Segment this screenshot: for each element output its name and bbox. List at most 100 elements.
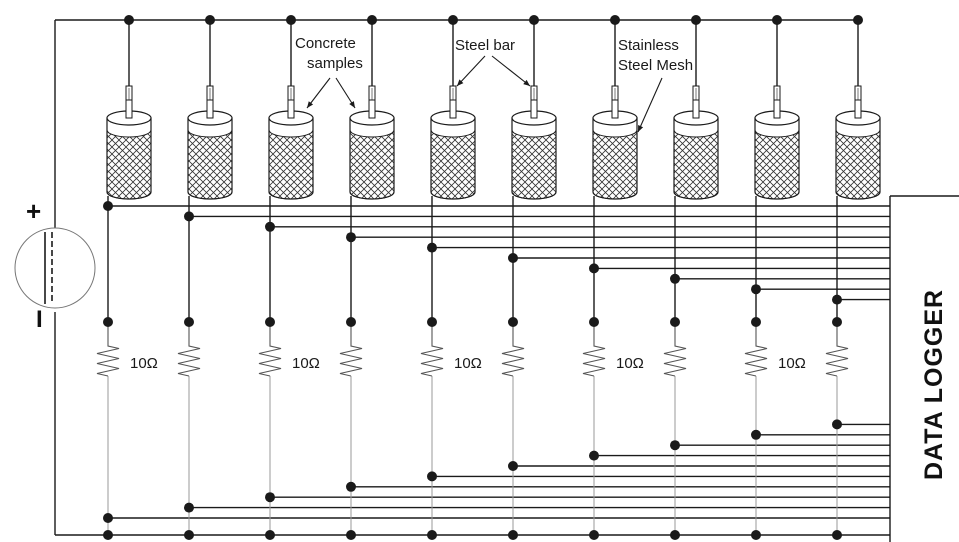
logger-bottom-node xyxy=(832,419,842,430)
bottom-bus-node xyxy=(832,530,842,540)
stainless-mesh-label-line1: Stainless xyxy=(618,37,679,54)
bottom-bus-node xyxy=(427,530,437,540)
resistor xyxy=(177,322,201,377)
top-bus-node xyxy=(772,15,782,25)
resistor xyxy=(663,322,687,377)
stainless-mesh xyxy=(835,129,881,200)
mesh-arrow-head xyxy=(638,125,644,132)
steel-bar-stub xyxy=(773,99,781,119)
resistor-value-label: 10Ω xyxy=(292,355,320,372)
logger-top-node xyxy=(832,294,842,305)
steel-bar-stub xyxy=(854,99,862,119)
logger-top-node xyxy=(427,242,437,253)
resistor-value-label: 10Ω xyxy=(130,355,158,372)
top-bus-node xyxy=(448,15,458,25)
logger-top-node xyxy=(508,253,518,263)
stainless-mesh xyxy=(268,129,314,200)
stainless-mesh xyxy=(106,129,152,200)
resistor-top-node xyxy=(184,317,194,327)
bottom-bus-node xyxy=(184,530,194,540)
data-logger-box xyxy=(889,195,959,542)
stainless-mesh xyxy=(754,129,800,200)
resistor-top-node xyxy=(427,317,437,327)
steel-bar-label: Steel bar xyxy=(455,37,516,54)
steel-bar-arrow-left xyxy=(456,55,486,87)
top-bus-node xyxy=(610,15,620,25)
resistor-top-node xyxy=(103,317,113,327)
logger-top-node xyxy=(751,284,761,295)
resistor-top-node xyxy=(508,317,518,327)
resistor xyxy=(582,322,606,377)
resistor-top-node xyxy=(670,317,680,327)
data-logger-label: DATA LOGGER xyxy=(920,288,948,480)
concrete-samples-label-line1: Concrete xyxy=(295,35,356,52)
logger-top-node xyxy=(670,273,680,284)
logger-bottom-node xyxy=(589,450,599,461)
stainless-mesh xyxy=(187,129,233,200)
steel-bar-stub xyxy=(206,99,214,119)
resistor xyxy=(339,322,363,377)
top-bus-node xyxy=(853,15,863,25)
resistor xyxy=(420,322,444,377)
bottom-bus-node xyxy=(346,530,356,540)
top-bus-node xyxy=(124,15,134,25)
steel-bar-stub xyxy=(611,99,619,119)
resistor-top-node xyxy=(751,317,761,327)
minus-sign: I xyxy=(36,306,43,333)
stainless-mesh xyxy=(430,129,476,200)
top-bus-node xyxy=(286,15,296,25)
resistor-top-node xyxy=(346,317,356,327)
logger-bottom-node xyxy=(670,440,680,451)
logger-top-node xyxy=(103,201,113,211)
bottom-bus-node xyxy=(265,530,275,540)
concrete-arrow-left-head xyxy=(307,101,314,108)
top-bus-node xyxy=(529,15,539,25)
stainless-mesh xyxy=(673,129,719,200)
concrete-samples-label-line2: samples xyxy=(307,55,363,72)
resistor-top-node xyxy=(265,317,275,327)
logger-top-node xyxy=(589,263,599,274)
top-bus-node xyxy=(367,15,377,25)
stainless-mesh xyxy=(349,129,395,200)
steel-bar-stub xyxy=(368,99,376,119)
bottom-bus-node xyxy=(751,530,761,540)
steel-bar-arrow-right-head xyxy=(523,79,530,86)
resistor-top-node xyxy=(832,317,842,327)
steel-bar-arrow-left-head xyxy=(457,79,464,86)
resistor-value-label: 10Ω xyxy=(454,355,482,372)
steel-bar-stub xyxy=(692,99,700,119)
resistor xyxy=(501,322,525,377)
logger-bottom-node xyxy=(184,502,194,513)
logger-top-node xyxy=(346,232,356,243)
resistor-value-label: 10Ω xyxy=(778,355,806,372)
stainless-mesh xyxy=(511,129,557,200)
bottom-bus-node xyxy=(670,530,680,540)
concrete-arrow-right-head xyxy=(349,101,355,108)
steel-bar-stub xyxy=(449,99,457,119)
bottom-bus-node xyxy=(589,530,599,540)
bottom-bus-node xyxy=(508,530,518,540)
logger-bottom-node xyxy=(265,492,275,503)
logger-bottom-node xyxy=(508,461,518,471)
resistor xyxy=(744,322,768,377)
logger-bottom-node xyxy=(427,471,437,482)
resistor-value-label: 10Ω xyxy=(616,355,644,372)
top-bus-node xyxy=(691,15,701,25)
stainless-mesh-label-line2: Steel Mesh xyxy=(618,57,694,74)
logger-bottom-node xyxy=(751,429,761,440)
stainless-mesh xyxy=(592,129,638,200)
logger-bottom-node xyxy=(103,513,113,523)
plus-sign: + xyxy=(26,196,42,226)
top-bus-node xyxy=(205,15,215,25)
logger-top-node xyxy=(265,221,275,232)
logger-top-node xyxy=(184,211,194,222)
resistor xyxy=(258,322,282,377)
mesh-arrow xyxy=(637,77,663,133)
resistor xyxy=(96,322,120,377)
power-source-circle xyxy=(14,227,96,309)
steel-bar-arrow-right xyxy=(491,55,531,87)
steel-bar-stub xyxy=(287,99,295,119)
steel-bar-stub xyxy=(530,99,538,119)
